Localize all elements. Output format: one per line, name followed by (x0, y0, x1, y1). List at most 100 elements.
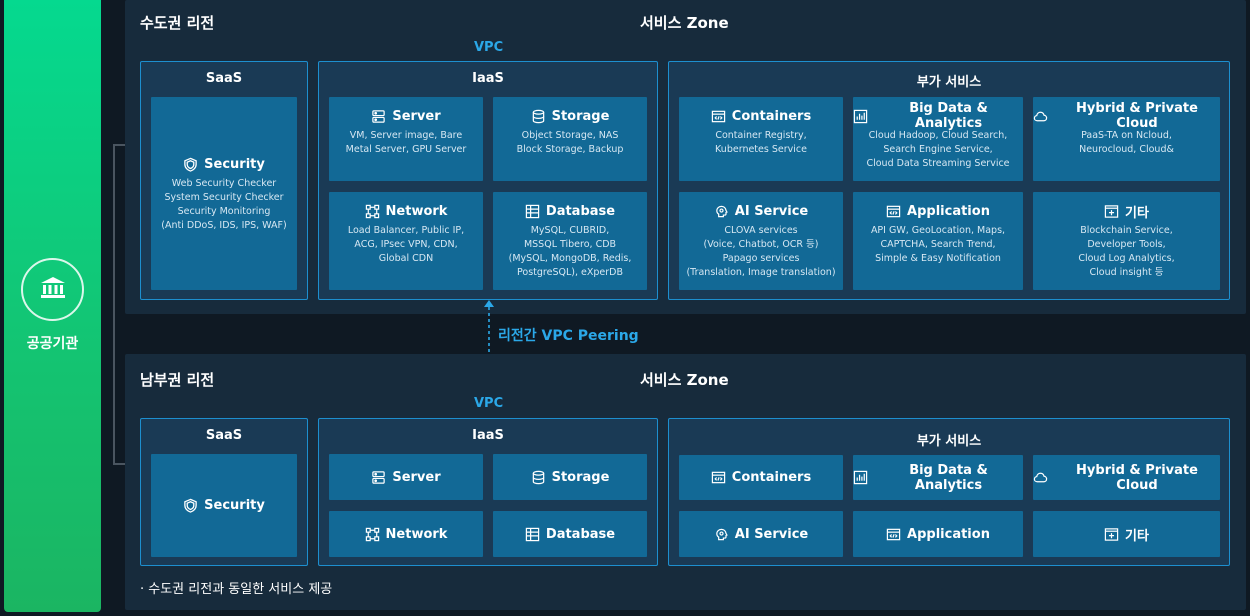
north-database-card[interactable]: Database MySQL, CUBRID, MSSQL Tibero, CD… (493, 192, 647, 290)
south-extra-title: 부가 서비스 (916, 434, 982, 449)
north-etc-label: 기타 (1125, 205, 1149, 221)
south-storage-card[interactable]: Storage (493, 454, 647, 500)
south-storage-label: Storage (551, 469, 610, 485)
ai-brain-icon (714, 204, 729, 219)
cloud-icon (1033, 109, 1048, 124)
north-network-label: Network (385, 203, 448, 219)
north-extra-group: 부가 서비스 Containers Container Registry, Ku… (668, 61, 1230, 300)
storage-icon (531, 470, 546, 485)
north-saas-group: SaaS Security Web Security Checker Syste… (140, 61, 308, 300)
bigdata-icon (853, 470, 868, 485)
shield-icon (183, 157, 198, 172)
vpc-peering-label: 리전간 VPC Peering (498, 328, 639, 344)
north-etc-card[interactable]: 기타 Blockchain Service, Developer Tools, … (1033, 192, 1220, 290)
north-ai-card[interactable]: AI Service CLOVA services (Voice, Chatbo… (679, 192, 843, 290)
south-network-label: Network (385, 526, 448, 542)
north-containers-desc: Container Registry, Kubernetes Service (715, 130, 807, 155)
north-etc-desc: Blockchain Service, Developer Tools, Clo… (1078, 225, 1175, 278)
north-hybrid-card[interactable]: Hybrid & Private Cloud PaaS-TA on Ncloud… (1033, 97, 1220, 181)
north-bigdata-card[interactable]: Big Data & Analytics Cloud Hadoop, Cloud… (853, 97, 1023, 181)
north-storage-desc: Object Storage, NAS Block Storage, Backu… (516, 130, 624, 155)
north-saas-title: SaaS (205, 71, 243, 86)
region-connector-line (113, 144, 126, 465)
north-ai-desc: CLOVA services (Voice, Chatbot, OCR 등) P… (686, 225, 836, 278)
footnote: · 수도권 리전과 동일한 서비스 제공 (140, 582, 333, 597)
institution-icon (40, 276, 66, 304)
north-server-card[interactable]: Server VM, Server image, Bare Metal Serv… (329, 97, 483, 181)
north-application-card[interactable]: Application API GW, GeoLocation, Maps, C… (853, 192, 1023, 290)
south-etc-card[interactable]: 기타 (1033, 511, 1220, 557)
north-database-desc: MySQL, CUBRID, MSSQL Tibero, CDB (MySQL,… (508, 225, 632, 278)
server-icon (371, 109, 386, 124)
north-network-card[interactable]: Network Load Balancer, Public IP, ACG, I… (329, 192, 483, 290)
network-icon (365, 204, 380, 219)
north-network-desc: Load Balancer, Public IP, ACG, IPsec VPN… (347, 225, 465, 264)
north-vpc-label: VPC (474, 40, 504, 55)
south-network-card[interactable]: Network (329, 511, 483, 557)
north-security-card[interactable]: Security Web Security Checker System Sec… (151, 97, 297, 290)
south-extra-group: 부가 서비스 Containers Big Data & Analytics H… (668, 418, 1230, 566)
south-hybrid-card[interactable]: Hybrid & Private Cloud (1033, 455, 1220, 500)
north-iaas-group: IaaS Server VM, Server image, Bare Metal… (318, 61, 658, 300)
north-database-label: Database (545, 203, 616, 219)
south-containers-card[interactable]: Containers (679, 455, 843, 500)
north-bigdata-label: Big Data & Analytics (909, 101, 988, 131)
south-security-label: Security (204, 498, 265, 513)
south-server-card[interactable]: Server (329, 454, 483, 500)
north-security-desc: Web Security Checker System Security Che… (161, 178, 287, 231)
north-storage-label: Storage (551, 108, 610, 124)
north-ai-label: AI Service (734, 203, 809, 219)
north-server-desc: VM, Server image, Bare Metal Server, GPU… (345, 130, 467, 155)
containers-icon (711, 470, 726, 485)
south-ai-label: AI Service (734, 526, 809, 542)
north-security-label: Security (204, 156, 265, 172)
cloud-icon (1033, 470, 1048, 485)
south-hybrid-label: Hybrid & Private Cloud (1076, 462, 1198, 493)
north-bigdata-desc: Cloud Hadoop, Cloud Search, Search Engin… (866, 130, 1010, 169)
containers-icon (711, 109, 726, 124)
south-security-card[interactable]: Security (151, 454, 297, 557)
north-hybrid-label: Hybrid & Private Cloud (1076, 101, 1198, 131)
north-extra-title: 부가 서비스 (916, 75, 982, 90)
north-application-label: Application (907, 203, 990, 219)
south-application-card[interactable]: Application (853, 511, 1023, 557)
application-icon (886, 204, 901, 219)
north-server-label: Server (392, 108, 441, 124)
north-hybrid-desc: PaaS-TA on Ncloud, Neurocloud, Cloud& (1079, 130, 1174, 155)
north-zone-title: 서비스 Zone (640, 14, 729, 32)
south-bigdata-card[interactable]: Big Data & Analytics (853, 455, 1023, 500)
institution-icon-circle (21, 258, 84, 321)
north-region-title: 수도권 리전 (140, 14, 215, 32)
south-containers-label: Containers (731, 470, 812, 485)
south-ai-card[interactable]: AI Service (679, 511, 843, 557)
south-bigdata-label: Big Data & Analytics (909, 462, 988, 493)
south-zone-title: 서비스 Zone (640, 371, 729, 389)
storage-icon (531, 109, 546, 124)
south-saas-title: SaaS (205, 428, 243, 443)
north-containers-label: Containers (731, 108, 812, 124)
application-icon (886, 527, 901, 542)
ai-brain-icon (714, 527, 729, 542)
north-storage-card[interactable]: Storage Object Storage, NAS Block Storag… (493, 97, 647, 181)
south-server-label: Server (392, 469, 441, 485)
shield-icon (183, 498, 198, 513)
south-database-card[interactable]: Database (493, 511, 647, 557)
plus-box-icon (1104, 527, 1119, 542)
south-saas-group: SaaS Security (140, 418, 308, 566)
bigdata-icon (853, 109, 868, 124)
database-icon (525, 204, 540, 219)
server-icon (371, 470, 386, 485)
database-icon (525, 527, 540, 542)
plus-box-icon (1104, 204, 1119, 219)
south-application-label: Application (907, 526, 990, 542)
north-application-desc: API GW, GeoLocation, Maps, CAPTCHA, Sear… (870, 225, 1006, 264)
south-etc-label: 기타 (1125, 528, 1149, 544)
south-iaas-group: IaaS Server Storage Network Database (318, 418, 658, 566)
south-iaas-title: IaaS (472, 428, 504, 443)
institution-label: 공공기관 (26, 336, 79, 352)
north-containers-card[interactable]: Containers Container Registry, Kubernete… (679, 97, 843, 181)
south-database-label: Database (545, 526, 616, 542)
south-region-title: 남부권 리전 (140, 371, 215, 389)
south-vpc-label: VPC (474, 396, 504, 411)
network-icon (365, 527, 380, 542)
